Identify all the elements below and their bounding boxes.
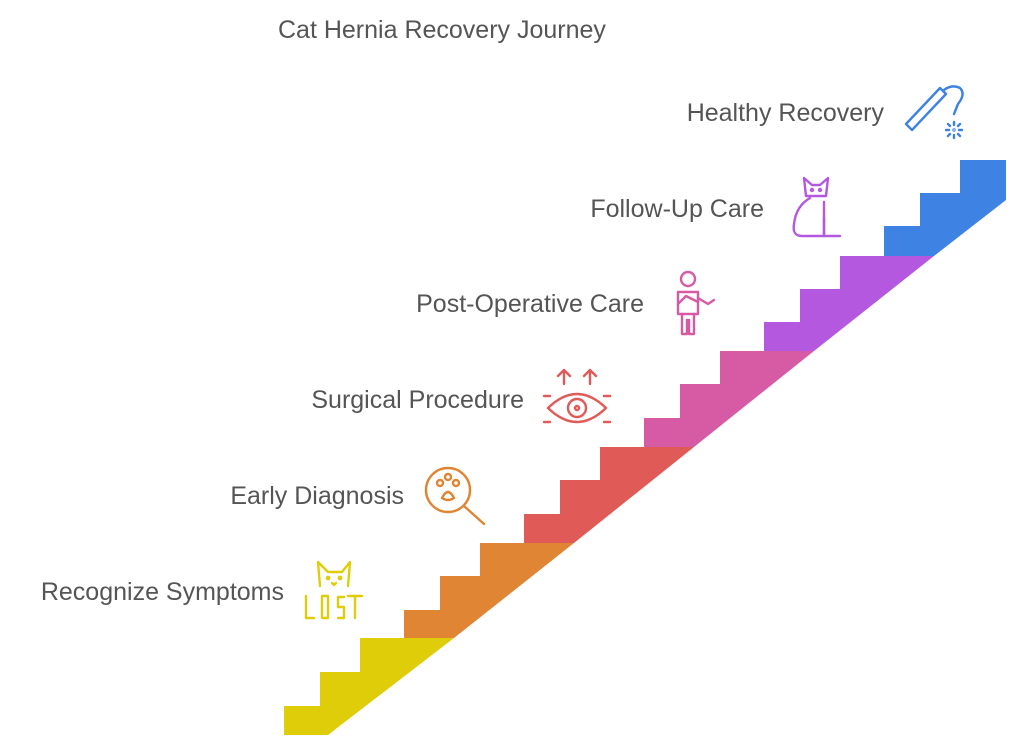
step-label-early-diagnosis: Early Diagnosis xyxy=(230,482,404,510)
step-label-post-operative-care: Post-Operative Care xyxy=(416,290,644,318)
step-label-healthy-recovery: Healthy Recovery xyxy=(686,99,884,127)
diagram-title: Cat Hernia Recovery Journey xyxy=(278,16,606,44)
stair-segment-post-operative-care xyxy=(644,351,814,447)
injured-person-icon xyxy=(676,270,716,336)
sitting-cat-icon xyxy=(792,176,842,238)
cat-wand-icon xyxy=(904,85,964,140)
stair-segment-surgical-procedure xyxy=(524,447,694,543)
step-label-recognize-symptoms: Recognize Symptoms xyxy=(40,578,284,606)
paw-magnifier-icon xyxy=(424,466,486,526)
stair-segment-healthy-recovery xyxy=(884,160,1006,256)
eye-scan-icon xyxy=(542,368,612,424)
stair-segment-recognize-symptoms xyxy=(284,638,454,735)
step-label-follow-up-care: Follow-Up Care xyxy=(590,195,764,223)
stair-segment-follow-up-care xyxy=(764,256,934,351)
stair-segment-early-diagnosis xyxy=(404,543,574,638)
step-label-surgical-procedure: Surgical Procedure xyxy=(311,386,524,414)
lost-cat-icon xyxy=(304,560,364,620)
